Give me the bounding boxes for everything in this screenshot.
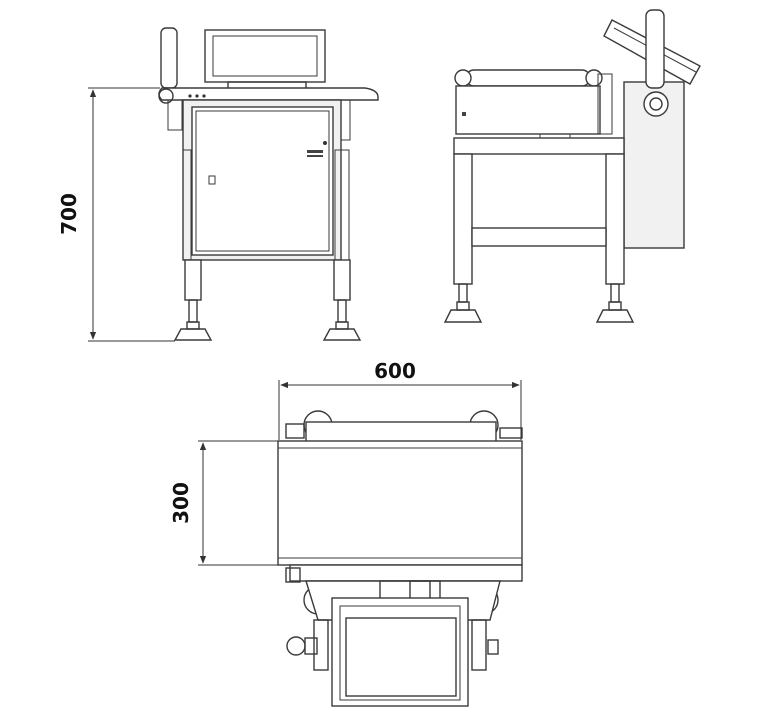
front-label-plate bbox=[307, 150, 323, 153]
side-conveyor-belt bbox=[465, 69, 591, 87]
front-leg-right bbox=[333, 259, 351, 301]
side-leg-right bbox=[605, 153, 625, 285]
side-weigh-frame bbox=[455, 85, 601, 135]
side-foot-nut-right bbox=[608, 301, 622, 311]
top-lower-rail bbox=[289, 564, 523, 582]
top-display-bezel bbox=[339, 605, 461, 701]
top-clamp-left bbox=[285, 423, 305, 439]
top-side-panel-right bbox=[471, 619, 487, 671]
front-display bbox=[204, 29, 326, 83]
front-foot-nut-left bbox=[186, 321, 200, 330]
top-guide-rail bbox=[305, 421, 497, 443]
side-foot-left bbox=[443, 309, 483, 323]
side-weigh-bracket bbox=[597, 73, 613, 135]
front-foot-left bbox=[173, 328, 213, 341]
top-conveyor-belt bbox=[277, 440, 523, 566]
front-foot-right bbox=[322, 328, 362, 341]
dimension-width: 600 bbox=[278, 359, 522, 440]
side-view bbox=[443, 9, 701, 323]
front-foot-nut-right bbox=[335, 321, 349, 330]
front-leg-screw-right bbox=[337, 299, 347, 323]
side-tower bbox=[645, 9, 665, 89]
front-door-inner bbox=[195, 110, 330, 252]
top-clamp-lower bbox=[285, 567, 301, 583]
front-leg-left bbox=[184, 259, 202, 301]
side-bolt bbox=[462, 112, 466, 116]
side-pivot-inner bbox=[649, 97, 663, 111]
side-leg-screw-left bbox=[458, 283, 468, 303]
top-knob-right bbox=[487, 639, 499, 655]
top-clamp-right bbox=[499, 427, 523, 439]
top-side-panel-left bbox=[313, 619, 329, 671]
side-roller-left bbox=[454, 69, 472, 87]
front-screw bbox=[202, 94, 206, 98]
side-table-top bbox=[453, 137, 625, 155]
front-screw bbox=[195, 94, 199, 98]
side-leg-left bbox=[453, 153, 473, 285]
top-display-screen bbox=[345, 617, 457, 697]
front-screw bbox=[188, 94, 192, 98]
depth-label: 300 bbox=[169, 482, 193, 524]
front-bracket bbox=[167, 99, 183, 131]
side-column bbox=[623, 81, 685, 249]
side-crossbar bbox=[471, 227, 607, 247]
front-view bbox=[158, 27, 379, 341]
side-roller-right bbox=[585, 69, 603, 87]
side-foot-nut-left bbox=[456, 301, 470, 311]
side-leg-screw-right bbox=[610, 283, 620, 303]
top-knob-stem bbox=[304, 637, 318, 655]
front-display-screen bbox=[212, 35, 318, 77]
height-label: 700 bbox=[57, 193, 81, 235]
front-cabinet-door bbox=[191, 106, 334, 256]
front-tower bbox=[160, 27, 178, 89]
top-view bbox=[277, 410, 523, 707]
side-foot-right bbox=[595, 309, 635, 323]
front-switch bbox=[323, 141, 327, 145]
dimension-depth: 300 bbox=[169, 440, 278, 566]
front-roller bbox=[158, 88, 174, 104]
dimension-height: 700 bbox=[57, 87, 175, 342]
front-label-plate bbox=[307, 155, 323, 157]
front-conveyor bbox=[158, 87, 379, 101]
width-label: 600 bbox=[374, 359, 416, 383]
front-leg-screw-left bbox=[188, 299, 198, 323]
side-pivot bbox=[643, 91, 669, 117]
front-door-lock bbox=[208, 175, 216, 185]
top-knob-left bbox=[286, 636, 306, 656]
